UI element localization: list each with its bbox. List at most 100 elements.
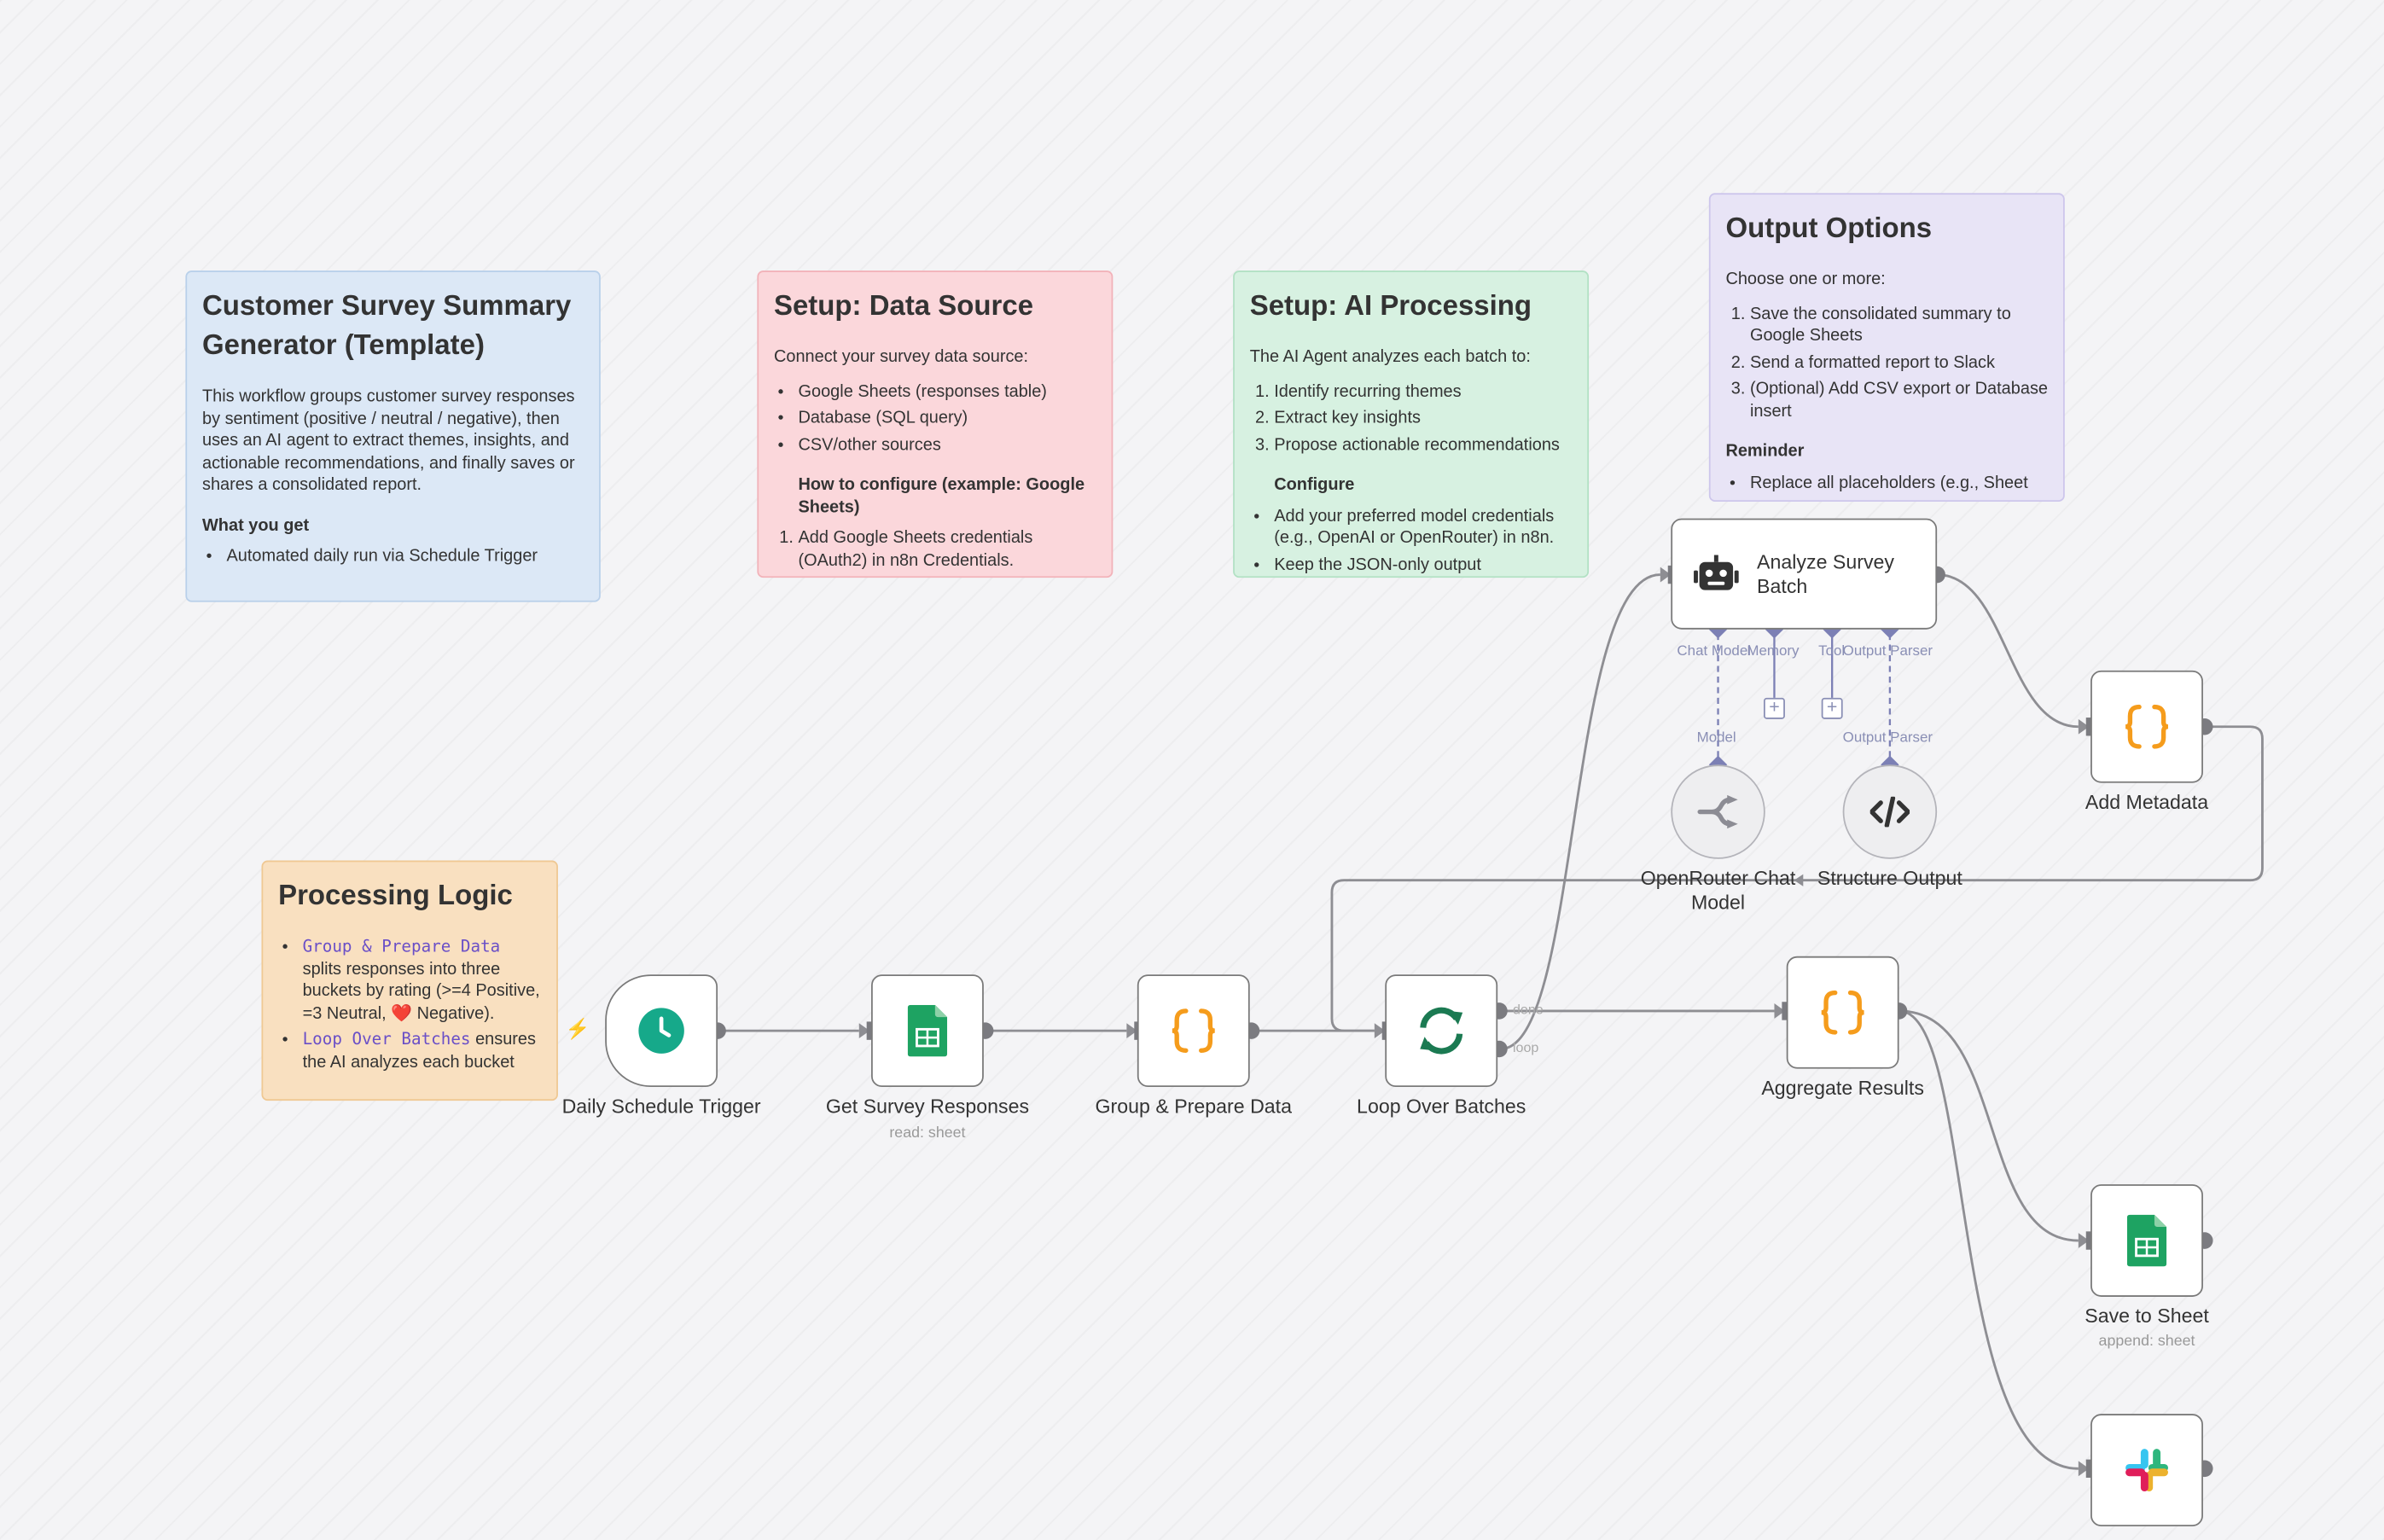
processing-logic-title: Processing Logic — [278, 878, 513, 911]
overview-bullet: Automated daily run via Schedule Trigger — [227, 546, 584, 568]
input-metadata — [2085, 718, 2092, 736]
sticky-note-output-options[interactable]: Output Options Choose one or more: Save … — [1708, 193, 2065, 503]
sublabel-save-to-sheet: append: sheet — [2098, 1333, 2195, 1351]
data-source-bullet: Google Sheets (responses table) — [798, 381, 1096, 403]
overview-title: Customer Survey Summary Generator (Templ… — [201, 288, 572, 361]
label-analyze-survey-batch: Analyze Survey Batch — [1757, 549, 1895, 597]
input-save — [2085, 1231, 2092, 1250]
output-options-step: Save the consolidated summary to Google … — [1750, 303, 2048, 347]
output-options-title: Output Options — [1725, 211, 1933, 244]
edge-loop-to-agent — [1500, 573, 1660, 1050]
arrow-slack — [2078, 1461, 2090, 1477]
ai-processing-bullet: Keep the JSON-only output — [1274, 554, 1572, 576]
edge-agent-to-metadata — [1937, 573, 2079, 729]
sub-stubs — [1773, 635, 1834, 698]
code-braces-icon — [1821, 990, 1864, 1035]
ai-processing-steps: Identify recurring themes Extract key in… — [1250, 381, 1573, 456]
arrow-group — [1126, 1023, 1137, 1039]
port-label-output-parser: Output Parser — [1842, 642, 1933, 660]
node-structure-output[interactable] — [1842, 764, 1938, 859]
processing-logic-text: splits responses into three buckets by r… — [302, 960, 540, 1023]
output-options-step: Send a formatted report to Slack — [1750, 352, 2048, 375]
node-daily-schedule-trigger[interactable] — [605, 974, 718, 1088]
node-aggregate-results[interactable] — [1786, 956, 1899, 1069]
node-group-prepare-data[interactable] — [1137, 974, 1250, 1088]
loop-arrows-icon — [1420, 1007, 1463, 1055]
label-add-metadata: Add Metadata — [2085, 790, 2209, 814]
processing-logic-code: Loop Over Batches — [302, 1029, 471, 1049]
label-aggregate-results: Aggregate Results — [1761, 1076, 1924, 1100]
label-group-prepare-data: Group & Prepare Data — [1095, 1094, 1293, 1118]
node-loop-over-batches[interactable] — [1385, 974, 1498, 1088]
arrow-agent — [1660, 567, 1672, 583]
port-label-memory: Memory — [1747, 642, 1800, 660]
slack-icon — [2125, 1449, 2168, 1492]
processing-logic-item: Group & Prepare Data splits responses in… — [303, 937, 542, 1025]
ai-processing-title: Setup: AI Processing — [1249, 288, 1532, 321]
overview-body: This workflow groups customer survey res… — [201, 387, 575, 495]
sticky-note-overview[interactable]: Customer Survey Summary Generator (Templ… — [185, 270, 601, 602]
label-openrouter-chat-model: OpenRouter Chat Model — [1640, 866, 1796, 914]
sticky-note-ai-processing[interactable]: Setup: AI Processing The AI Agent analyz… — [1233, 270, 1590, 578]
openrouter-icon — [1697, 794, 1738, 829]
label-get-survey-responses: Get Survey Responses — [825, 1094, 1030, 1118]
processing-logic-code: Group & Prepare Data — [302, 936, 501, 956]
port-label-model: Model — [1696, 729, 1736, 747]
sticky-note-data-source[interactable]: Setup: Data Source Connect your survey d… — [757, 270, 1114, 578]
processing-logic-text: ensures the AI analyzes each bucket — [302, 1031, 537, 1072]
data-source-title: Setup: Data Source — [773, 288, 1034, 321]
output-options-step: (Optional) Add CSV export or Database in… — [1750, 379, 2048, 423]
node-slack[interactable] — [2090, 1414, 2203, 1527]
google-sheets-icon — [2126, 1214, 2167, 1267]
node-get-survey-responses[interactable] — [871, 974, 984, 1088]
overview-list: Automated daily run via Schedule Trigger — [202, 546, 584, 568]
input-group — [1134, 1021, 1141, 1040]
node-analyze-survey-batch[interactable]: Analyze Survey Batch — [1671, 518, 1938, 630]
data-source-step: Add Google Sheets credentials (OAuth2) i… — [798, 527, 1096, 572]
port-label-output-parser-sub: Output Parser — [1842, 729, 1933, 747]
arrow-save — [2078, 1233, 2090, 1248]
node-openrouter-chat-model[interactable] — [1671, 764, 1765, 859]
ai-processing-step: Extract key insights — [1274, 408, 1572, 430]
code-braces-icon — [2125, 704, 2169, 749]
data-source-bullet: CSV/other sources — [798, 434, 1096, 456]
data-source-howto: How to configure (example: Google Sheets… — [798, 475, 1085, 516]
processing-logic-list: Group & Prepare Data splits responses in… — [278, 937, 541, 1073]
ai-processing-intro: The AI Agent analyzes each batch to: — [1249, 348, 1531, 367]
ai-processing-step: Identify recurring themes — [1274, 381, 1572, 403]
code-tag-icon — [1869, 796, 1910, 828]
output-options-bullet: Replace all placeholders (e.g., Sheet — [1750, 472, 2048, 494]
arrow-get — [858, 1023, 870, 1039]
sublabel-get-survey-responses: read: sheet — [889, 1124, 966, 1142]
overview-subheading: What you get — [201, 515, 310, 535]
data-source-bullet: Database (SQL query) — [798, 408, 1096, 430]
data-source-list: Google Sheets (responses table) Database… — [774, 381, 1096, 456]
ai-processing-bullet: Add your preferred model credentials (e.… — [1274, 505, 1572, 549]
sticky-note-processing-logic[interactable]: Processing Logic Group & Prepare Data sp… — [261, 860, 558, 1101]
sub-connections — [1717, 634, 1892, 762]
arrow-aggregate — [1774, 1003, 1785, 1019]
node-save-to-sheet[interactable] — [2090, 1184, 2203, 1297]
connection-arrows — [858, 567, 2090, 1477]
input-slack — [2085, 1459, 2092, 1478]
add-tool-button[interactable]: + — [1821, 697, 1843, 719]
processing-logic-item: Loop Over Batches ensures the AI analyze… — [303, 1029, 542, 1073]
label-daily-schedule-trigger: Daily Schedule Trigger — [561, 1094, 761, 1118]
robot-icon — [1694, 554, 1739, 590]
arrow-metadata — [2078, 718, 2090, 735]
add-memory-button[interactable]: + — [1763, 697, 1785, 719]
label-loop-over-batches: Loop Over Batches — [1357, 1094, 1526, 1118]
node-add-metadata[interactable] — [2090, 670, 2203, 783]
data-source-intro: Connect your survey data source: — [773, 348, 1029, 367]
input-get — [866, 1021, 873, 1040]
label-loop-done-output: done — [1512, 1002, 1544, 1018]
label-save-to-sheet: Save to Sheet — [2085, 1304, 2209, 1328]
port-label-tool: Tool — [1818, 642, 1846, 660]
label-loop-loop-output: loop — [1512, 1039, 1539, 1055]
ai-processing-step: Propose actionable recommendations — [1274, 434, 1572, 456]
ai-processing-configure: Configure — [1274, 475, 1355, 495]
data-source-steps: Add Google Sheets credentials (OAuth2) i… — [774, 527, 1096, 572]
code-braces-icon — [1172, 1008, 1215, 1053]
output-options-intro: Choose one or more: — [1725, 270, 1886, 289]
